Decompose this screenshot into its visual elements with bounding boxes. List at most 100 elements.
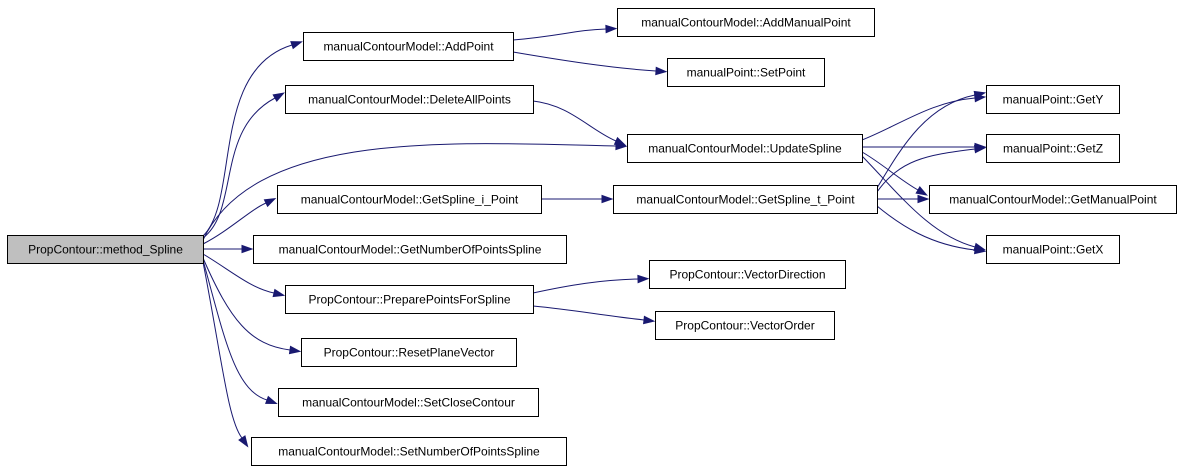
arrowhead-icon (973, 90, 987, 100)
node-label: PropContour::PreparePointsForSpline (308, 293, 510, 307)
arrowhead-icon (263, 197, 277, 208)
root-function-node[interactable]: PropContour::method_Spline (7, 235, 204, 264)
edge-line (202, 202, 267, 245)
arrowhead-icon (973, 144, 987, 154)
edge-line (861, 155, 976, 248)
arrowhead-icon (272, 288, 286, 298)
function-node[interactable]: PropContour::PreparePointsForSpline (285, 285, 534, 314)
node-box (649, 260, 846, 289)
node-label: manualContourModel::AddManualPoint (641, 16, 851, 30)
arrowhead-icon (917, 194, 930, 204)
node-label: PropContour::ResetPlaneVector (324, 346, 495, 360)
call-edge-n11-n9 (876, 205, 987, 255)
call-edge-n0-n10 (202, 197, 277, 245)
call-edge-n0-n17 (202, 259, 278, 405)
arrowhead-icon (643, 315, 656, 325)
call-edge-n11-n7 (876, 144, 987, 193)
edge-line (202, 257, 291, 351)
call-edge-n0-n13 (202, 253, 286, 298)
arrowhead-icon (613, 136, 627, 146)
edge-line (876, 148, 976, 193)
node-label: manualContourModel::SetNumberOfPointsSpl… (278, 445, 540, 459)
node-box (251, 437, 567, 466)
call-edge-n1-n3 (512, 51, 668, 76)
node-label: manualContourModel::GetSpline_t_Point (636, 193, 855, 207)
call-edge-n10-n11 (541, 194, 614, 204)
call-edge-n0-n1 (202, 41, 303, 237)
node-label: manualContourModel::DeleteAllPoints (308, 93, 511, 107)
node-box (301, 338, 517, 367)
arrowhead-icon (601, 194, 614, 204)
edge-line (512, 28, 607, 41)
function-node[interactable]: manualContourModel::GetManualPoint (929, 185, 1177, 214)
function-node[interactable]: manualContourModel::GetNumberOfPointsSpl… (253, 235, 567, 264)
edge-line (512, 51, 657, 72)
edge-line (876, 94, 976, 189)
function-node[interactable]: manualContourModel::GetSpline_i_Point (277, 185, 542, 214)
node-label: PropContour::VectorOrder (675, 319, 814, 333)
arrowhead-icon (238, 435, 249, 448)
node-label: manualPoint::GetX (1003, 243, 1104, 257)
edge-line (532, 100, 617, 142)
call-edge-n5-n6 (861, 93, 987, 141)
arrowhead-icon (241, 244, 254, 254)
function-node[interactable]: PropContour::VectorDirection (649, 260, 846, 289)
edge-line (202, 44, 293, 237)
node-label: manualPoint::GetZ (1003, 142, 1103, 156)
node-label: PropContour::VectorDirection (669, 268, 825, 282)
function-node[interactable]: manualContourModel::SetNumberOfPointsSpl… (251, 437, 567, 466)
arrowhead-icon (973, 245, 987, 255)
arrowhead-icon (605, 24, 618, 34)
call-edge-n13-n14 (532, 274, 650, 294)
node-label: manualContourModel::GetManualPoint (949, 193, 1157, 207)
function-node[interactable]: PropContour::VectorOrder (655, 311, 835, 340)
call-edge-n5-n8 (861, 151, 928, 196)
call-edges (202, 24, 987, 448)
function-node[interactable]: manualContourModel::SetCloseContour (278, 388, 539, 417)
node-box (253, 235, 567, 264)
call-edge-n0-n4 (202, 92, 285, 239)
edge-line (876, 205, 976, 251)
edge-line (861, 97, 976, 141)
node-box (655, 311, 835, 340)
function-node[interactable]: manualPoint::GetZ (986, 134, 1120, 163)
node-box (617, 8, 875, 37)
node-box (667, 58, 825, 87)
node-label: manualPoint::SetPoint (687, 66, 806, 80)
function-node[interactable]: manualPoint::SetPoint (667, 58, 825, 87)
arrowhead-icon (915, 186, 928, 196)
edge-line (202, 253, 275, 294)
function-node[interactable]: PropContour::ResetPlaneVector (301, 338, 517, 367)
node-box (285, 85, 534, 114)
call-edge-n5-n7 (862, 142, 987, 152)
node-box (285, 285, 534, 314)
node-box (986, 134, 1120, 163)
edge-line (202, 97, 276, 239)
function-node[interactable]: manualContourModel::UpdateSpline (627, 134, 863, 163)
call-edge-n0-n18 (202, 261, 249, 448)
node-box (7, 235, 204, 264)
function-node[interactable]: manualContourModel::AddManualPoint (617, 8, 875, 37)
edge-line (532, 278, 639, 294)
node-box (613, 185, 878, 214)
node-label: PropContour::method_Spline (28, 243, 183, 257)
call-edge-n13-n15 (532, 305, 656, 325)
arrowhead-icon (272, 92, 285, 102)
node-label: manualContourModel::AddPoint (323, 40, 494, 54)
function-node[interactable]: manualContourModel::DeleteAllPoints (285, 85, 534, 114)
arrowhead-icon (655, 66, 668, 76)
arrowhead-icon (265, 395, 278, 405)
function-node[interactable]: manualContourModel::AddPoint (303, 32, 514, 61)
function-node[interactable]: manualPoint::GetY (986, 85, 1120, 114)
node-label: manualPoint::GetY (1003, 93, 1104, 107)
arrowhead-icon (637, 274, 650, 284)
node-box (986, 235, 1120, 264)
function-node[interactable]: manualContourModel::GetSpline_t_Point (613, 185, 878, 214)
arrowhead-icon (288, 345, 302, 355)
node-label: manualContourModel::GetNumberOfPointsSpl… (279, 243, 542, 257)
call-nodes: PropContour::method_SplinemanualContourM… (7, 8, 1177, 466)
call-edge-n0-n12 (203, 244, 254, 254)
function-node[interactable]: manualPoint::GetX (986, 235, 1120, 264)
edge-line (861, 151, 919, 191)
